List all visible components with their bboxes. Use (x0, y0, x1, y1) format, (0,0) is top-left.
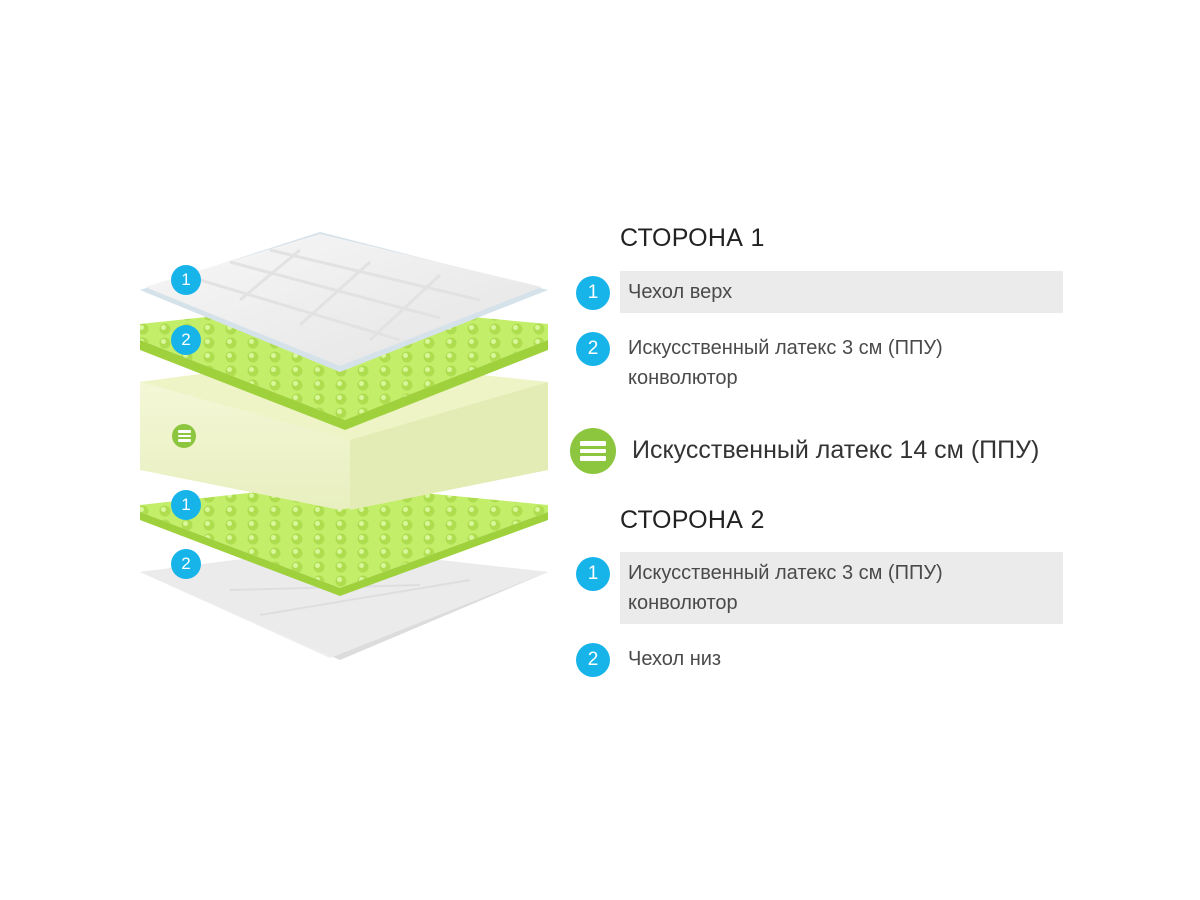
side2-item-convoluted-foam: 1 Искусственный латекс 3 см (ППУ) конвол… (576, 552, 1063, 624)
side2-title: СТОРОНА 2 (620, 506, 765, 534)
item-label: Искусственный латекс 3 см (ППУ) конволют… (620, 327, 1063, 399)
bottom-convoluted-foam-layer (140, 484, 548, 596)
item-text-line2: конволютор (628, 592, 738, 614)
side1-item-convoluted-foam: 2 Искусственный латекс 3 см (ППУ) конвол… (576, 327, 1063, 397)
top-cover-marker: 1 (171, 265, 201, 295)
top-foam-marker: 2 (171, 325, 201, 355)
item-number-badge: 2 (576, 643, 610, 677)
item-number-badge: 2 (576, 332, 610, 366)
item-number-badge: 1 (576, 557, 610, 591)
item-label: Чехол низ (620, 638, 1063, 680)
item-text-line2: конволютор (628, 367, 738, 389)
bottom-foam-marker: 1 (171, 490, 201, 520)
bottom-cover-marker: 2 (171, 549, 201, 579)
item-text-line1: Искусственный латекс 3 см (ППУ) (628, 562, 943, 584)
item-label: Искусственный латекс 3 см (ППУ) конволют… (620, 552, 1063, 624)
core-label: Искусственный латекс 14 см (ППУ) (632, 436, 1040, 464)
side1-title: СТОРОНА 1 (620, 224, 765, 252)
layers-icon (570, 428, 616, 474)
side1-item-top-cover: 1 Чехол верх (576, 271, 1063, 313)
item-text-line1: Искусственный латекс 3 см (ППУ) (628, 337, 943, 359)
item-text: Чехол низ (628, 648, 722, 670)
top-cover-layer (140, 232, 548, 372)
item-number-badge: 1 (576, 276, 610, 310)
mattress-layers-illustration (140, 232, 548, 660)
item-label: Чехол верх (620, 271, 1063, 313)
item-text: Чехол верх (628, 281, 733, 303)
side2-item-bottom-cover: 2 Чехол низ (576, 638, 1063, 682)
layers-icon (172, 424, 196, 448)
